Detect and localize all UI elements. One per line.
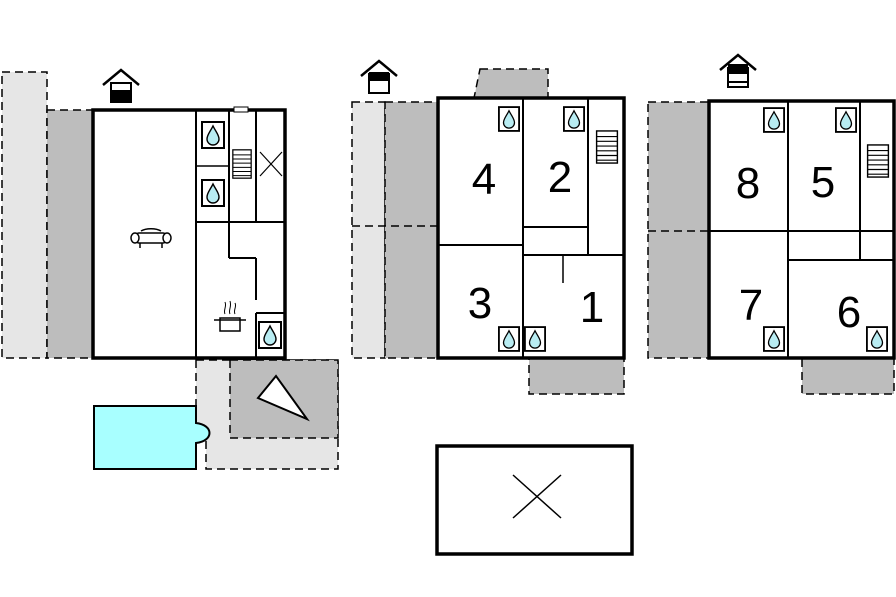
balcony-dark [647,101,710,359]
staircase-icon [595,130,619,164]
room-label: 4 [472,155,496,204]
terrace-below [801,357,895,395]
second-floor: 8 5 7 6 [647,53,896,395]
water-drop-icon [763,106,785,134]
ground-floor [1,68,339,470]
water-drop-icon [498,325,520,353]
staircase-icon [866,144,890,178]
terrace-dark-left [46,109,94,359]
annex-outline [435,444,634,556]
water-drop-icon [498,105,520,133]
room-label: 7 [739,281,763,330]
house-level-icon [718,53,758,89]
first-floor: 4 2 3 1 [351,59,626,395]
kitchen-pot-icon [214,300,246,332]
room-label: 8 [736,159,760,208]
terrace-light-left [1,71,48,359]
sunshade-icon [256,374,310,422]
room-label: 3 [468,279,492,328]
water-drop-icon [866,325,888,353]
water-drop-icon [563,105,585,133]
water-drop-icon [258,320,282,350]
swimming-pool [93,405,211,470]
ground-floor-outline [91,108,287,360]
water-drop-icon [201,178,225,208]
water-drop-icon [763,325,785,353]
water-drop-icon [201,120,225,150]
annex-building [435,444,634,556]
water-drop-icon [835,106,857,134]
room-label: 2 [548,153,572,202]
room-label: 6 [837,288,861,337]
house-level-icon [101,68,141,103]
room-label: 5 [811,158,835,207]
room-label: 1 [580,283,604,332]
roof-area-top [473,68,549,99]
staircase-icon [232,149,252,179]
house-level-icon [359,59,399,94]
second-floor-outline [707,99,896,360]
water-drop-icon [524,325,546,353]
terrace-below [528,357,625,395]
sofa-icon [130,228,172,248]
balcony-dark [384,101,439,359]
balcony-light [351,101,386,359]
